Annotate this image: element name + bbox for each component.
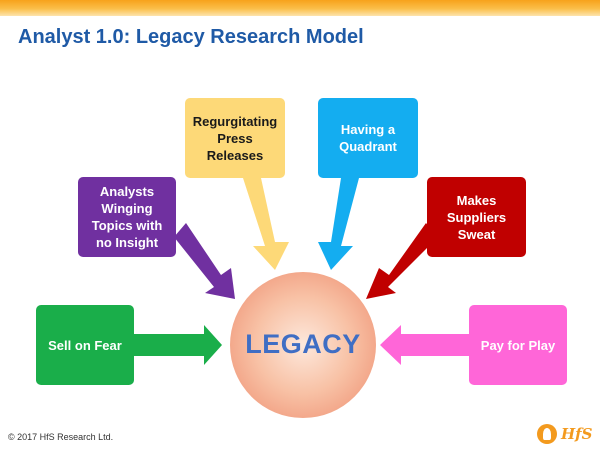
hfs-logo: HfS	[537, 423, 592, 445]
copyright-text: © 2017 HfS Research Ltd.	[8, 432, 114, 442]
arrow-fear	[134, 325, 222, 365]
node-box-sweat	[427, 177, 526, 257]
arrow-sweat	[366, 223, 438, 299]
node-label-fear: Sell on Fear	[48, 337, 122, 353]
node-box-fear	[36, 305, 134, 385]
legacy-label: LEGACY	[245, 328, 361, 359]
node-label-sweat: Makes Suppliers Sweat	[446, 192, 507, 242]
node-label-regurgitating: Regurgitating Press Releases	[192, 113, 278, 163]
node-box-quadrant	[318, 98, 418, 178]
slide-title: Analyst 1.0: Legacy Research Model	[18, 26, 364, 48]
arrow-winging	[174, 223, 235, 299]
node-box-pay	[469, 305, 567, 385]
legacy-circle	[230, 272, 376, 418]
node-box-regurgitating	[185, 98, 285, 178]
arrow-regurgitating	[243, 178, 289, 270]
node-label-quadrant: Having a Quadrant	[339, 122, 397, 154]
hfs-logo-icon	[537, 424, 557, 444]
arrow-pay	[380, 325, 469, 365]
arrow-quadrant	[318, 178, 359, 270]
node-label-winging: Analysts Winging Topics with no Insight	[91, 184, 163, 250]
top-accent-bar	[0, 0, 600, 16]
node-box-winging	[78, 177, 176, 257]
hfs-logo-text: HfS	[561, 425, 593, 443]
node-label-pay: Pay for Play	[480, 337, 556, 353]
